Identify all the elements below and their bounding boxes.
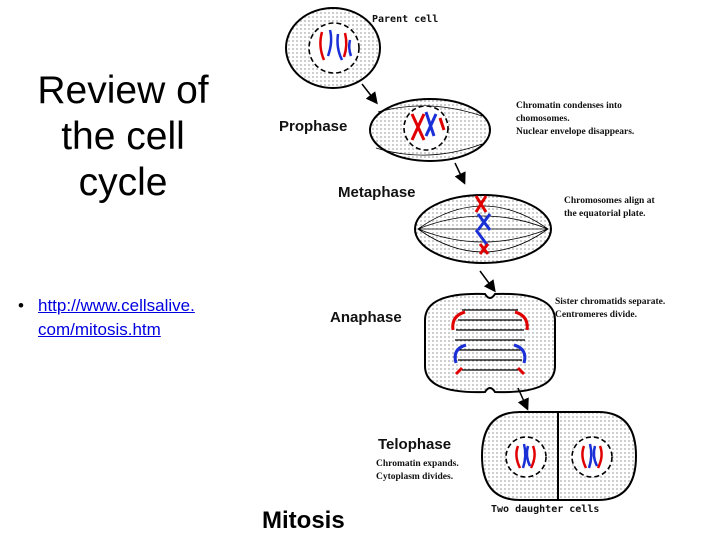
metaphase-note: Chromosomes align at the equatorial plat… xyxy=(564,196,657,219)
diagram-caption: Mitosis xyxy=(262,507,345,534)
bullet-dot: • xyxy=(18,296,24,315)
telophase-note-line-2: Cytoplasm divides. xyxy=(376,472,453,482)
metaphase-label: Metaphase xyxy=(338,184,416,201)
telophase-note-line-1: Chromatin expands. xyxy=(376,459,459,469)
anaphase-note: Sister chromatids separate. Centromeres … xyxy=(555,297,668,320)
metaphase-note-line-2: the equatorial plate. xyxy=(564,209,646,219)
anaphase-note-line-1: Sister chromatids separate. xyxy=(555,297,665,307)
arrow-4 xyxy=(517,387,529,411)
anaphase-note-line-2: Centromeres divide. xyxy=(555,310,637,320)
metaphase-note-line-1: Chromosomes align at xyxy=(564,196,655,206)
arrow-2 xyxy=(454,162,466,185)
prophase-cell xyxy=(369,98,491,162)
prophase-note-line-2: chomosomes. xyxy=(516,114,570,124)
telophase-label: Telophase xyxy=(378,436,451,453)
slide-title: Review of the cell cycle xyxy=(37,69,209,204)
cellsalive-link[interactable]: http://www.cellsalive.com/mitosis.htm xyxy=(38,296,195,339)
prophase-note-line-1: Chromatin condenses into xyxy=(516,101,622,111)
prophase-label: Prophase xyxy=(279,118,347,135)
daughter-cells-label: Two daughter cells xyxy=(491,504,599,515)
parent-cell xyxy=(285,7,381,89)
parent-cell-label: Parent cell xyxy=(372,14,438,25)
prophase-note: Chromatin condenses into chomosomes. Nuc… xyxy=(516,101,634,137)
arrow-1 xyxy=(361,83,378,105)
prophase-note-line-3: Nuclear envelope disappears. xyxy=(516,127,634,137)
telophase-cells xyxy=(480,411,638,501)
anaphase-cell xyxy=(424,292,556,394)
metaphase-cell xyxy=(414,194,552,264)
telophase-note: Chromatin expands. Cytoplasm divides. xyxy=(376,459,461,482)
bullet-item: • http://www.cellsalive.com/mitosis.htm xyxy=(18,294,203,342)
anaphase-label: Anaphase xyxy=(330,309,402,326)
arrow-3 xyxy=(479,270,496,293)
